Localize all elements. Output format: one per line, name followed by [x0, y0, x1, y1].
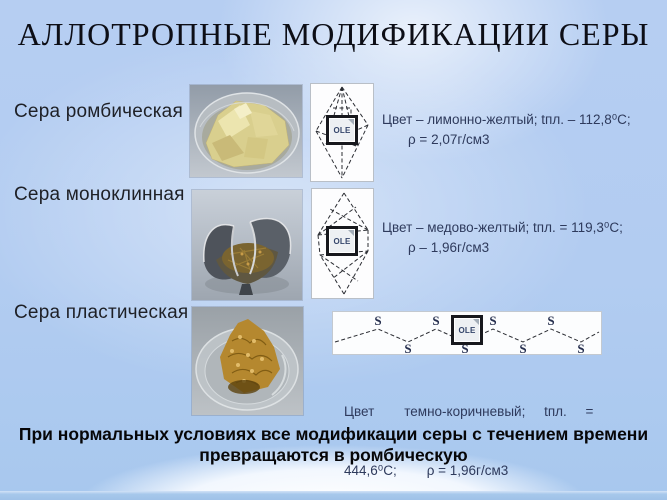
monoclinic-sulfur-photo-art: [192, 190, 302, 300]
plastic-sulfur-photo: [192, 307, 303, 415]
plastic-properties: Цвет темно-коричневый; tпл. = 444,6⁰С; ρ…: [344, 363, 634, 500]
rhombic-crystal-diagram: OLE: [310, 83, 374, 182]
slide-title: АЛЛОТРОПНЫЕ МОДИФИКАЦИИ СЕРЫ: [17, 16, 650, 52]
plastic-sulfur-photo-art: [192, 307, 303, 415]
sulfur-chain-diagram: S S S S S S S S OLE: [332, 311, 602, 358]
sulfur-atom-label: S: [432, 313, 439, 328]
ole-object-icon: OLE: [326, 226, 358, 256]
sulfur-chain-art: S S S S S S S S: [334, 312, 600, 358]
monoclinic-properties-line2: ρ – 1,96г/см3: [408, 239, 490, 255]
rhombic-properties-line2: ρ = 2,07г/см3: [408, 131, 490, 147]
footer-statement: При нормальных условиях все модификации …: [0, 424, 667, 467]
sulfur-atom-label: S: [404, 341, 411, 354]
rhombic-sulfur-photo: [190, 85, 302, 177]
monoclinic-properties: Цвет – медово-желтый; tпл. = 119,3⁰С; ρ …: [382, 218, 654, 257]
sulfur-atom-label: S: [374, 313, 381, 328]
sulfur-atom-label: S: [461, 341, 468, 354]
ole-object-icon: OLE: [326, 115, 358, 145]
rhombic-sulfur-photo-art: [190, 85, 302, 177]
row-label-plastic: Сера пластическая: [14, 302, 189, 323]
footer-line1: При нормальных условиях все модификации …: [18, 424, 649, 444]
monoclinic-crystal-diagram: OLE: [311, 188, 374, 299]
sulfur-atom-label: S: [519, 341, 526, 354]
plastic-properties-line1: Цвет темно-коричневый; tпл. =: [344, 404, 594, 420]
monoclinic-properties-line1: Цвет – медово-желтый; tпл. = 119,3⁰С;: [382, 220, 623, 235]
row-label-monoclinic: Сера моноклинная: [14, 184, 185, 205]
monoclinic-sulfur-photo: [192, 190, 302, 300]
sulfur-atom-label: S: [577, 341, 584, 354]
rhombic-properties-line1: Цвет – лимонно-желтый; tпл. – 112,8⁰С;: [382, 112, 631, 127]
plastic-properties-line2: 444,6⁰С; ρ = 1,96г/см3: [344, 462, 509, 478]
sulfur-atom-label: S: [547, 313, 554, 328]
footer-line2: превращаются в ромбическую: [199, 445, 468, 466]
sulfur-atom-label: S: [489, 313, 496, 328]
bottom-strip: [0, 491, 667, 500]
ole-object-icon: OLE: [451, 315, 483, 345]
rhombic-properties: Цвет – лимонно-желтый; tпл. – 112,8⁰С; ρ…: [382, 110, 654, 149]
row-label-rhombic: Сера ромбическая: [14, 101, 183, 122]
